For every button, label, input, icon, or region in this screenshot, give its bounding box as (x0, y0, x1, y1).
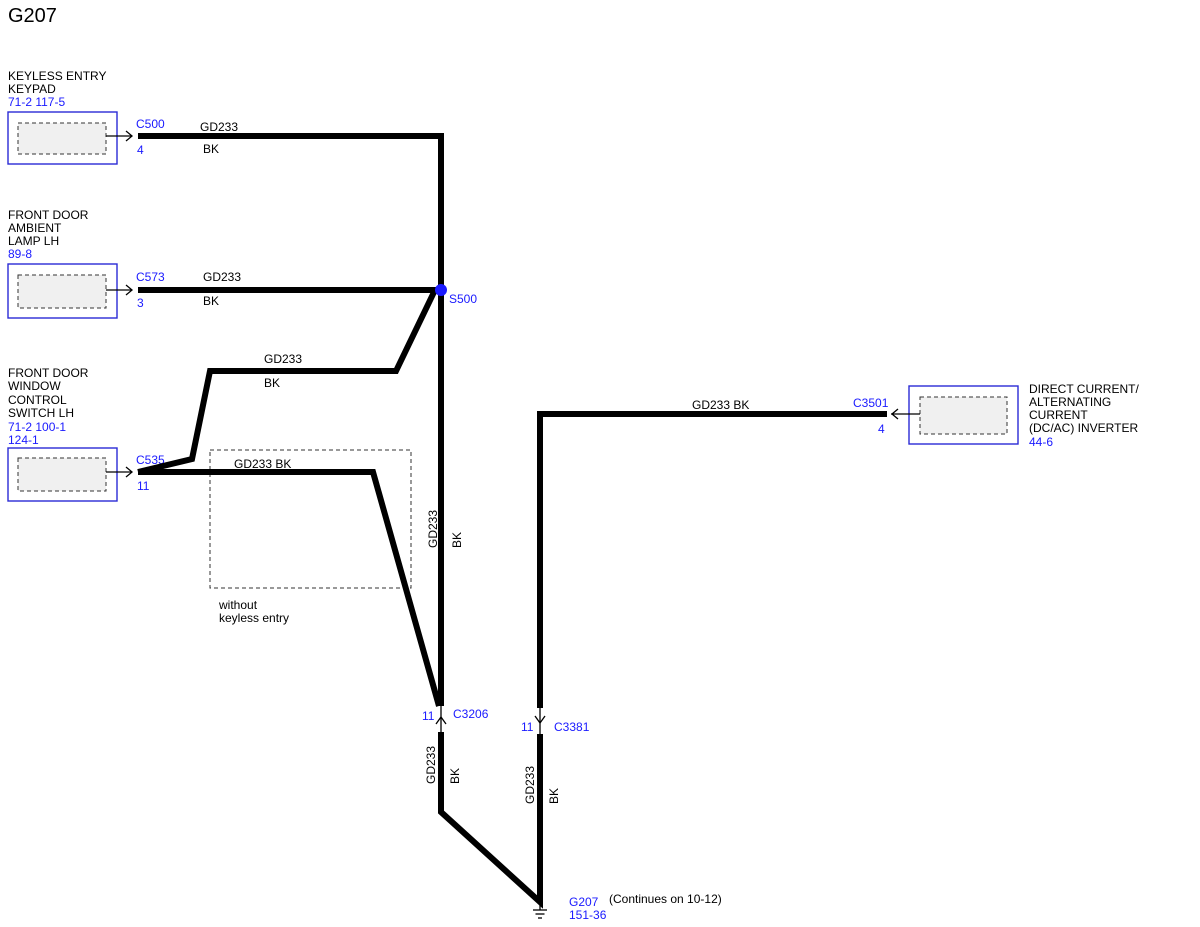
component-front-door-window-control-switch[interactable]: FRONT DOOR WINDOW CONTROL SWITCH LH 71-2… (7, 366, 165, 502)
wire-circuit-label: GD233 (200, 120, 238, 134)
component-name: LAMP LH (8, 234, 59, 248)
connector-pin: 11 (521, 720, 534, 734)
component-keyless-entry-keypad[interactable]: KEYLESS ENTRY KEYPAD 71-2 117-5 C500 4 (7, 69, 165, 165)
wire-gd233-window[interactable] (137, 288, 438, 475)
connector-pin: 11 (422, 709, 435, 723)
component-name: WINDOW (8, 379, 61, 393)
ground-g207[interactable]: G207 151-36 (Continues on 10-12) (533, 892, 722, 922)
connector-arrow-icon (890, 408, 899, 420)
wire-circuit-label: GD233 (426, 510, 440, 548)
ground-ref: 151-36 (569, 908, 607, 922)
component-name: KEYLESS ENTRY (8, 69, 106, 83)
wire-color-label: BK (450, 532, 464, 548)
wire-circuit-label: GD233 (523, 766, 537, 804)
inline-connector-c3381[interactable]: 11 C3381 (521, 708, 590, 734)
connector-arrow-icon (125, 284, 134, 296)
connector-name: C3501 (853, 396, 889, 410)
connector-arrow-icon (125, 130, 134, 142)
ground-label: G207 (569, 895, 599, 909)
option-box-without-keyless-entry: without keyless entry (209, 449, 412, 625)
component-name: DIRECT CURRENT/ (1029, 382, 1139, 396)
wire-color-label: BK (448, 768, 462, 784)
connector-name: C3206 (453, 707, 489, 721)
connector-pin: 3 (137, 296, 144, 310)
wire-gd233-inverter[interactable] (537, 411, 887, 708)
connector-pin: 4 (137, 143, 144, 157)
wire-color-label: BK (264, 376, 280, 390)
component-internal (919, 396, 1008, 435)
component-internal (17, 122, 107, 155)
wire-circuit-label: GD233 (264, 352, 302, 366)
wire-label: GD233 BK (234, 457, 291, 471)
inline-connector-c3206[interactable]: 11 C3206 (422, 706, 489, 732)
component-name: FRONT DOOR (8, 208, 89, 222)
wire-gd233-without-keyless[interactable] (138, 469, 442, 707)
wire-label: GD233 BK (692, 398, 749, 412)
connector-pin: 4 (878, 422, 885, 436)
component-dc-ac-inverter[interactable]: C3501 4 DIRECT CURRENT/ ALTERNATING CURR… (853, 382, 1139, 449)
component-front-door-ambient-lamp[interactable]: FRONT DOOR AMBIENT LAMP LH 89-8 C573 3 (7, 208, 165, 319)
wire-color-label: BK (203, 142, 219, 156)
page-title: G207 (8, 5, 57, 27)
component-internal (17, 274, 107, 309)
connector-arrow-icon (125, 466, 134, 478)
wire-gd233-to-ground[interactable] (438, 732, 543, 909)
connector-arrow-icon (435, 715, 447, 725)
connector-arrow-icon (534, 715, 546, 725)
connector-pin: 11 (137, 479, 150, 493)
component-name: CURRENT (1029, 408, 1088, 422)
wire-color-label: BK (547, 788, 561, 804)
component-name: FRONT DOOR (8, 366, 89, 380)
component-refs: 44-6 (1029, 435, 1053, 449)
splice-s500[interactable]: S500 (435, 284, 477, 306)
option-outline (209, 449, 412, 589)
wire-circuit-label: GD233 (203, 270, 241, 284)
wire-gd233-keypad-trunk[interactable] (138, 133, 444, 706)
component-refs: 89-8 (8, 247, 32, 261)
connector-name: C500 (136, 117, 165, 131)
component-name: CONTROL (8, 393, 67, 407)
connector-name: C3381 (554, 720, 590, 734)
connector-name: C573 (136, 270, 165, 284)
connector-name: C535 (136, 453, 165, 467)
component-internal (17, 457, 107, 492)
component-name: AMBIENT (8, 221, 62, 235)
component-refs: 71-2 100-1 (8, 420, 66, 434)
component-name: KEYPAD (8, 82, 56, 96)
component-refs: 124-1 (8, 433, 39, 447)
splice-label: S500 (449, 292, 477, 306)
component-name: SWITCH LH (8, 406, 74, 420)
component-name: ALTERNATING (1029, 395, 1111, 409)
component-refs: 71-2 117-5 (8, 95, 65, 109)
continuation-note: (Continues on 10-12) (609, 892, 722, 906)
wire-color-label: BK (203, 294, 219, 308)
option-label: keyless entry (219, 611, 289, 625)
wire-circuit-label: GD233 (424, 746, 438, 784)
splice-dot-icon (435, 284, 447, 296)
component-name: (DC/AC) INVERTER (1029, 421, 1138, 435)
option-label: without (218, 598, 258, 612)
